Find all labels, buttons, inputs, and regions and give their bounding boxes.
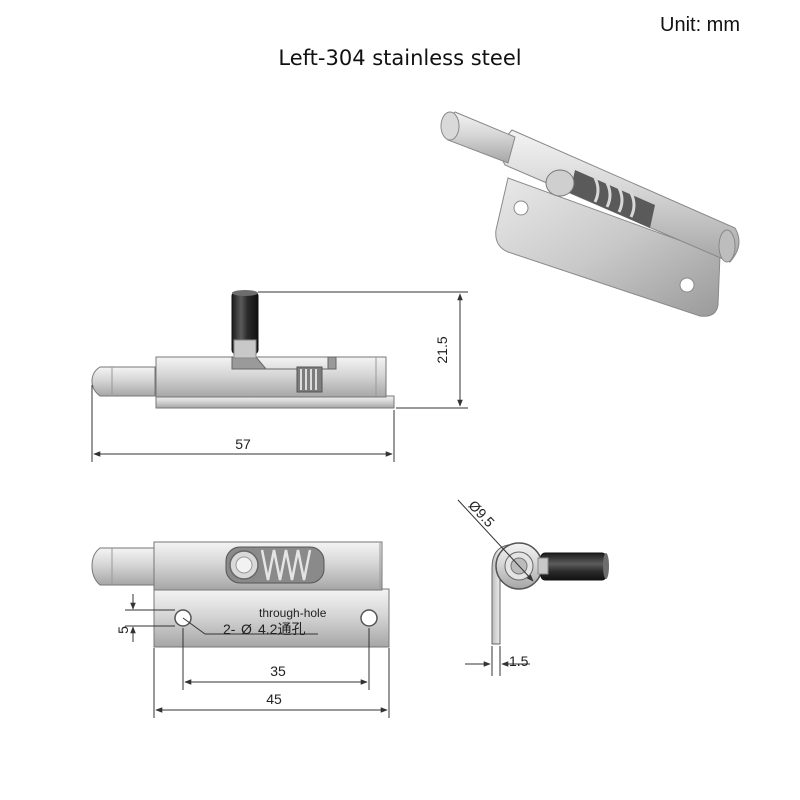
front-dimension-lines: [125, 594, 390, 718]
dim-thickness: 1.5: [509, 653, 529, 669]
hole-diameter-symbol: Ø: [241, 621, 252, 637]
unit-label: Unit: mm: [660, 14, 740, 36]
side-dimension-lines: [91, 291, 468, 462]
hole-leader: [182, 617, 318, 635]
hole-spec: 4.2通孔: [258, 621, 305, 637]
photo-spring: [593, 177, 636, 218]
end-dimension-lines: [457, 499, 534, 676]
dim-total-length: 57: [235, 436, 251, 452]
product-photo: [440, 111, 740, 317]
front-hole-right: [360, 609, 378, 627]
front-view: [91, 541, 390, 648]
end-knob: [540, 552, 607, 581]
dim-hole-offset: 5: [115, 626, 131, 634]
side-view: [91, 290, 395, 409]
photo-hole-right: [679, 277, 695, 293]
end-view: [491, 542, 609, 645]
diagram-title: Left-304 stainless steel: [278, 46, 522, 70]
photo-hole-left: [513, 200, 529, 216]
side-spring: [300, 369, 317, 390]
through-hole-label: through-hole: [259, 606, 327, 620]
front-spring: [260, 549, 312, 581]
dim-plate-width: 45: [266, 691, 282, 707]
dim-hole-spacing: 35: [270, 663, 286, 679]
dim-height: 21.5: [434, 336, 450, 363]
hole-prefix: 2-: [223, 621, 236, 637]
